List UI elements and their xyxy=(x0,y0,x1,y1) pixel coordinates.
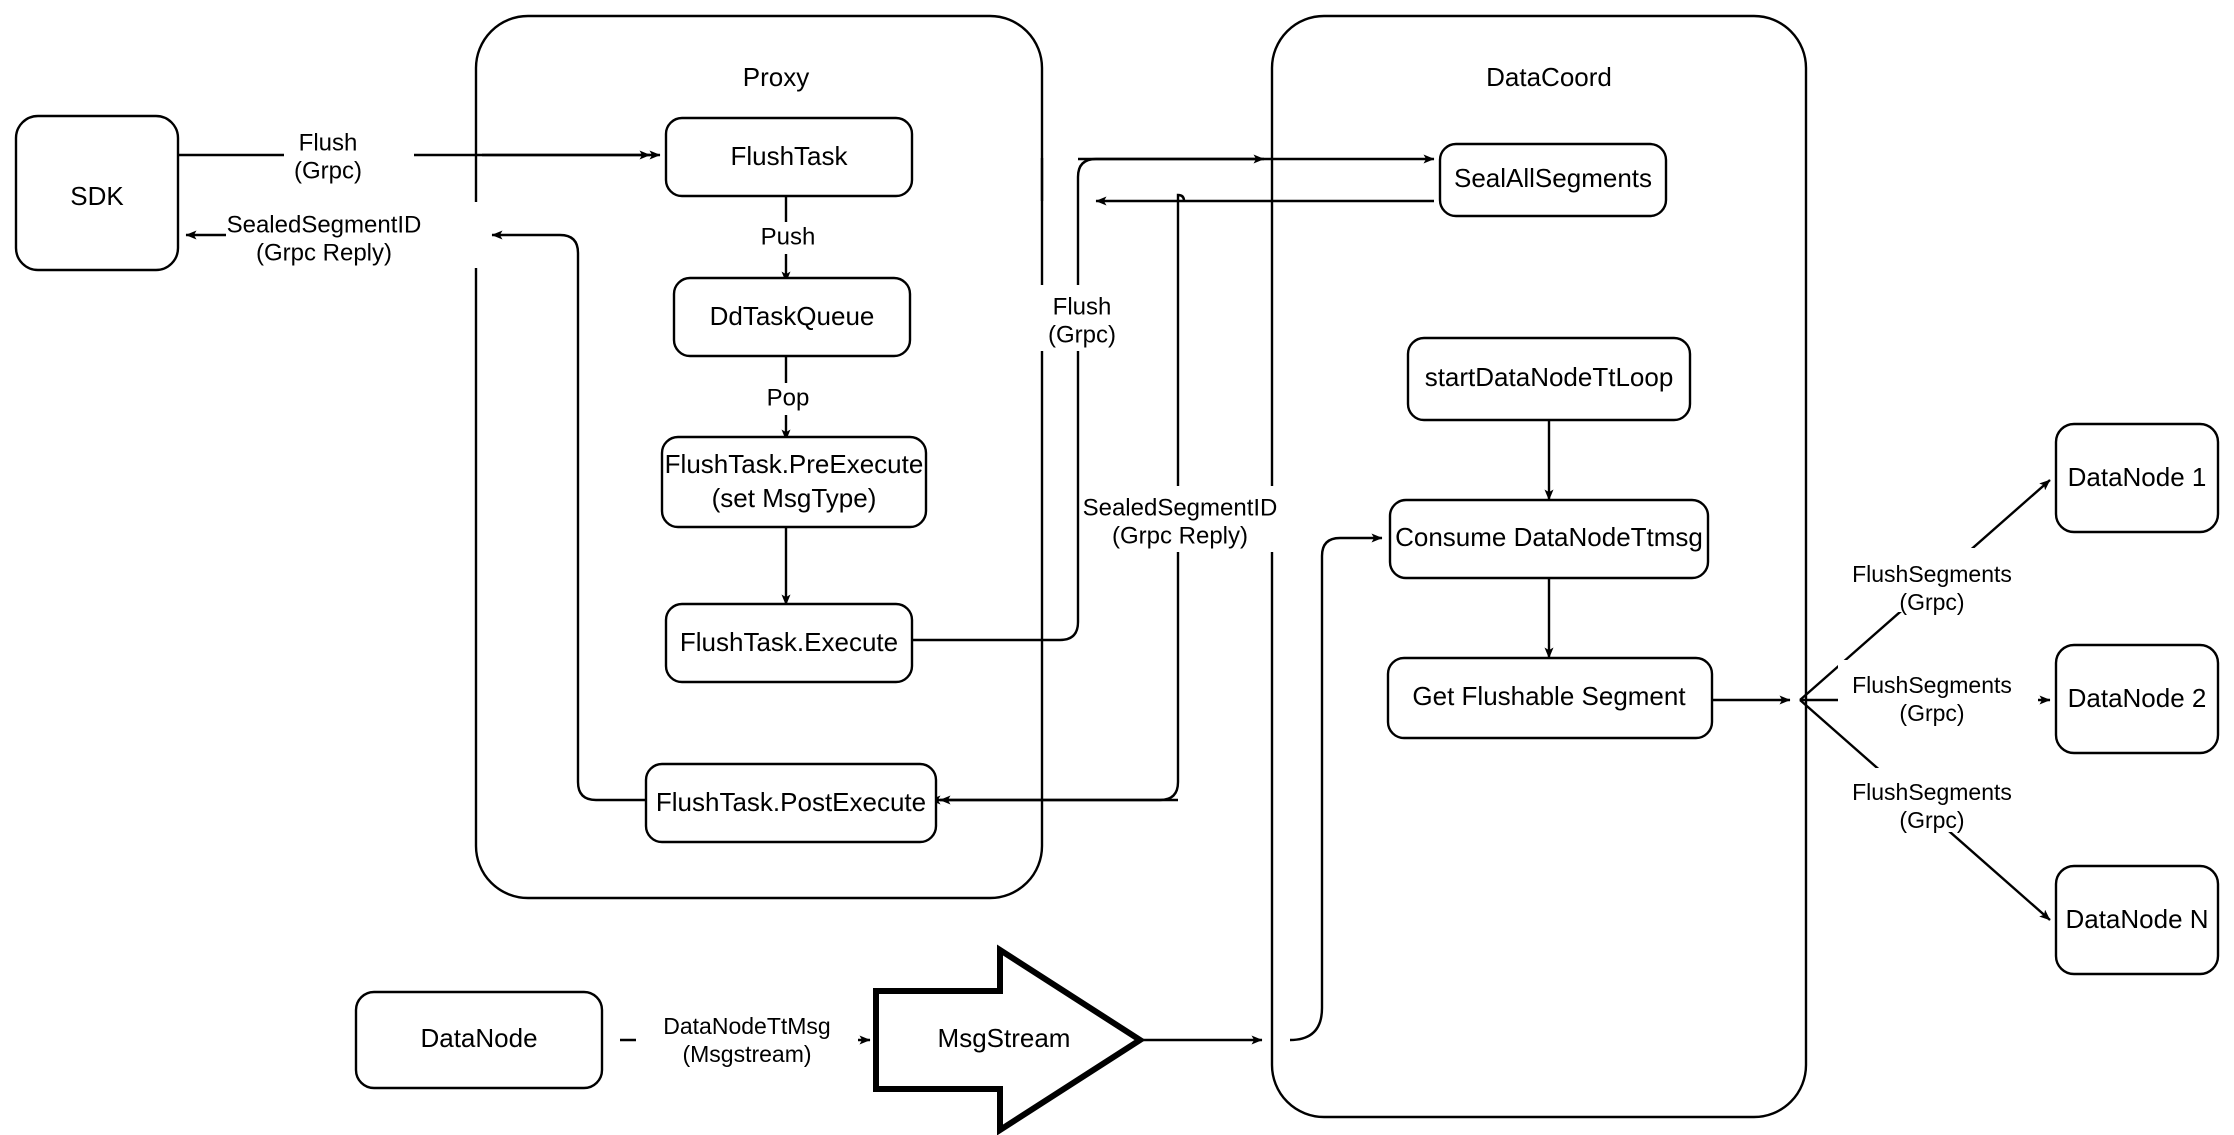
node-preexecute-label-line2: (set MsgType) xyxy=(712,483,877,513)
node-consumedatanodettmsg[interactable] xyxy=(1388,498,1710,580)
edge-label-flushseg-n-line1: FlushSegments xyxy=(1852,779,2012,805)
edge-label-sdk-flush-line1: Flush xyxy=(299,129,358,156)
container-datacoord-label: DataCoord xyxy=(1486,62,1612,92)
node-flushtask[interactable] xyxy=(664,116,914,198)
label-bg-pop xyxy=(752,383,824,415)
edge-label-sdk-reply-line2: (Grpc Reply) xyxy=(256,239,392,266)
node-getflushablesegment-label: Get Flushable Segment xyxy=(1412,681,1686,711)
label-bg-datanode-ttmsg xyxy=(636,1008,858,1072)
node-ddtaskqueue[interactable] xyxy=(672,276,912,358)
node-startdatanodettloop[interactable] xyxy=(1406,336,1692,422)
node-msgstream-label: MsgStream xyxy=(938,1023,1071,1053)
label-bg-push xyxy=(748,222,828,254)
node-datanode-n-label: DataNode N xyxy=(2065,904,2208,934)
node-datanode-source[interactable] xyxy=(354,990,604,1090)
edge-label-pop: Pop xyxy=(767,384,810,411)
label-bg-flushseg-n xyxy=(1838,768,2038,832)
edge-label-sdk-reply-line1: SealedSegmentID xyxy=(227,211,422,238)
edge-boundary-to-consume xyxy=(1289,533,1383,1042)
edge-label-flushseg-1-line1: FlushSegments xyxy=(1852,561,2012,587)
edge-label-flushseg-2-line1: FlushSegments xyxy=(1852,672,2012,698)
label-bg-sdk-flush xyxy=(284,120,414,186)
edge-postexecute-to-sdk xyxy=(491,230,650,802)
node-postexecute-label: FlushTask.PostExecute xyxy=(656,787,926,817)
node-execute[interactable] xyxy=(664,602,914,684)
label-bg-flushseg-1 xyxy=(1838,548,2038,612)
node-datanode-source-label: DataNode xyxy=(420,1023,537,1053)
node-preexecute-label-line1: FlushTask.PreExecute xyxy=(665,449,924,479)
edge-label-datanode-ttmsg-line1: DataNodeTtMsg xyxy=(663,1013,830,1039)
container-proxy-label: Proxy xyxy=(743,62,809,92)
edge-label-datanode-ttmsg-line2: (Msgstream) xyxy=(682,1041,811,1067)
edge-label-flushseg-n-line2: (Grpc) xyxy=(1899,807,1964,833)
edge-label-proxy-reply-line1: SealedSegmentID xyxy=(1083,494,1278,521)
node-datanode-2[interactable] xyxy=(2054,643,2220,755)
label-bg-sdk-reply xyxy=(226,202,480,268)
node-sealallsegments-label: SealAllSegments xyxy=(1454,163,1652,193)
node-startdatanodettloop-label: startDataNodeTtLoop xyxy=(1425,362,1674,392)
node-datanode-2-label: DataNode 2 xyxy=(2068,683,2207,713)
node-sdk-label: SDK xyxy=(70,181,124,211)
node-flushtask-label: FlushTask xyxy=(730,141,848,171)
edge-label-proxy-flush-line1: Flush xyxy=(1053,293,1112,320)
node-datanode-1[interactable] xyxy=(2054,422,2220,534)
node-consumedatanodettmsg-label: Consume DataNodeTtmsg xyxy=(1395,522,1703,552)
node-execute-label: FlushTask.Execute xyxy=(680,627,898,657)
node-msgstream-block-arrow[interactable] xyxy=(873,944,1146,1135)
label-bg-proxy-flush xyxy=(1028,285,1138,351)
edge-label-proxy-reply-line2: (Grpc Reply) xyxy=(1112,522,1248,549)
node-datanode-1-label: DataNode 1 xyxy=(2068,462,2207,492)
node-getflushablesegment[interactable] xyxy=(1386,656,1714,740)
node-datanode-n[interactable] xyxy=(2054,864,2220,976)
node-sdk[interactable] xyxy=(14,114,180,272)
label-bg-proxy-reply xyxy=(1082,486,1278,552)
edge-label-push: Push xyxy=(761,223,816,250)
edge-label-flushseg-2-line2: (Grpc) xyxy=(1899,700,1964,726)
node-sealallsegments[interactable] xyxy=(1438,142,1668,218)
node-ddtaskqueue-label: DdTaskQueue xyxy=(710,301,875,331)
edge-label-proxy-flush-line2: (Grpc) xyxy=(1048,321,1116,348)
label-bg-flushseg-2 xyxy=(1838,660,2038,724)
node-postexecute[interactable] xyxy=(644,762,938,844)
node-preexecute[interactable] xyxy=(660,435,928,529)
edge-label-flushseg-1-line2: (Grpc) xyxy=(1899,589,1964,615)
edge-label-sdk-flush-line2: (Grpc) xyxy=(294,157,362,184)
